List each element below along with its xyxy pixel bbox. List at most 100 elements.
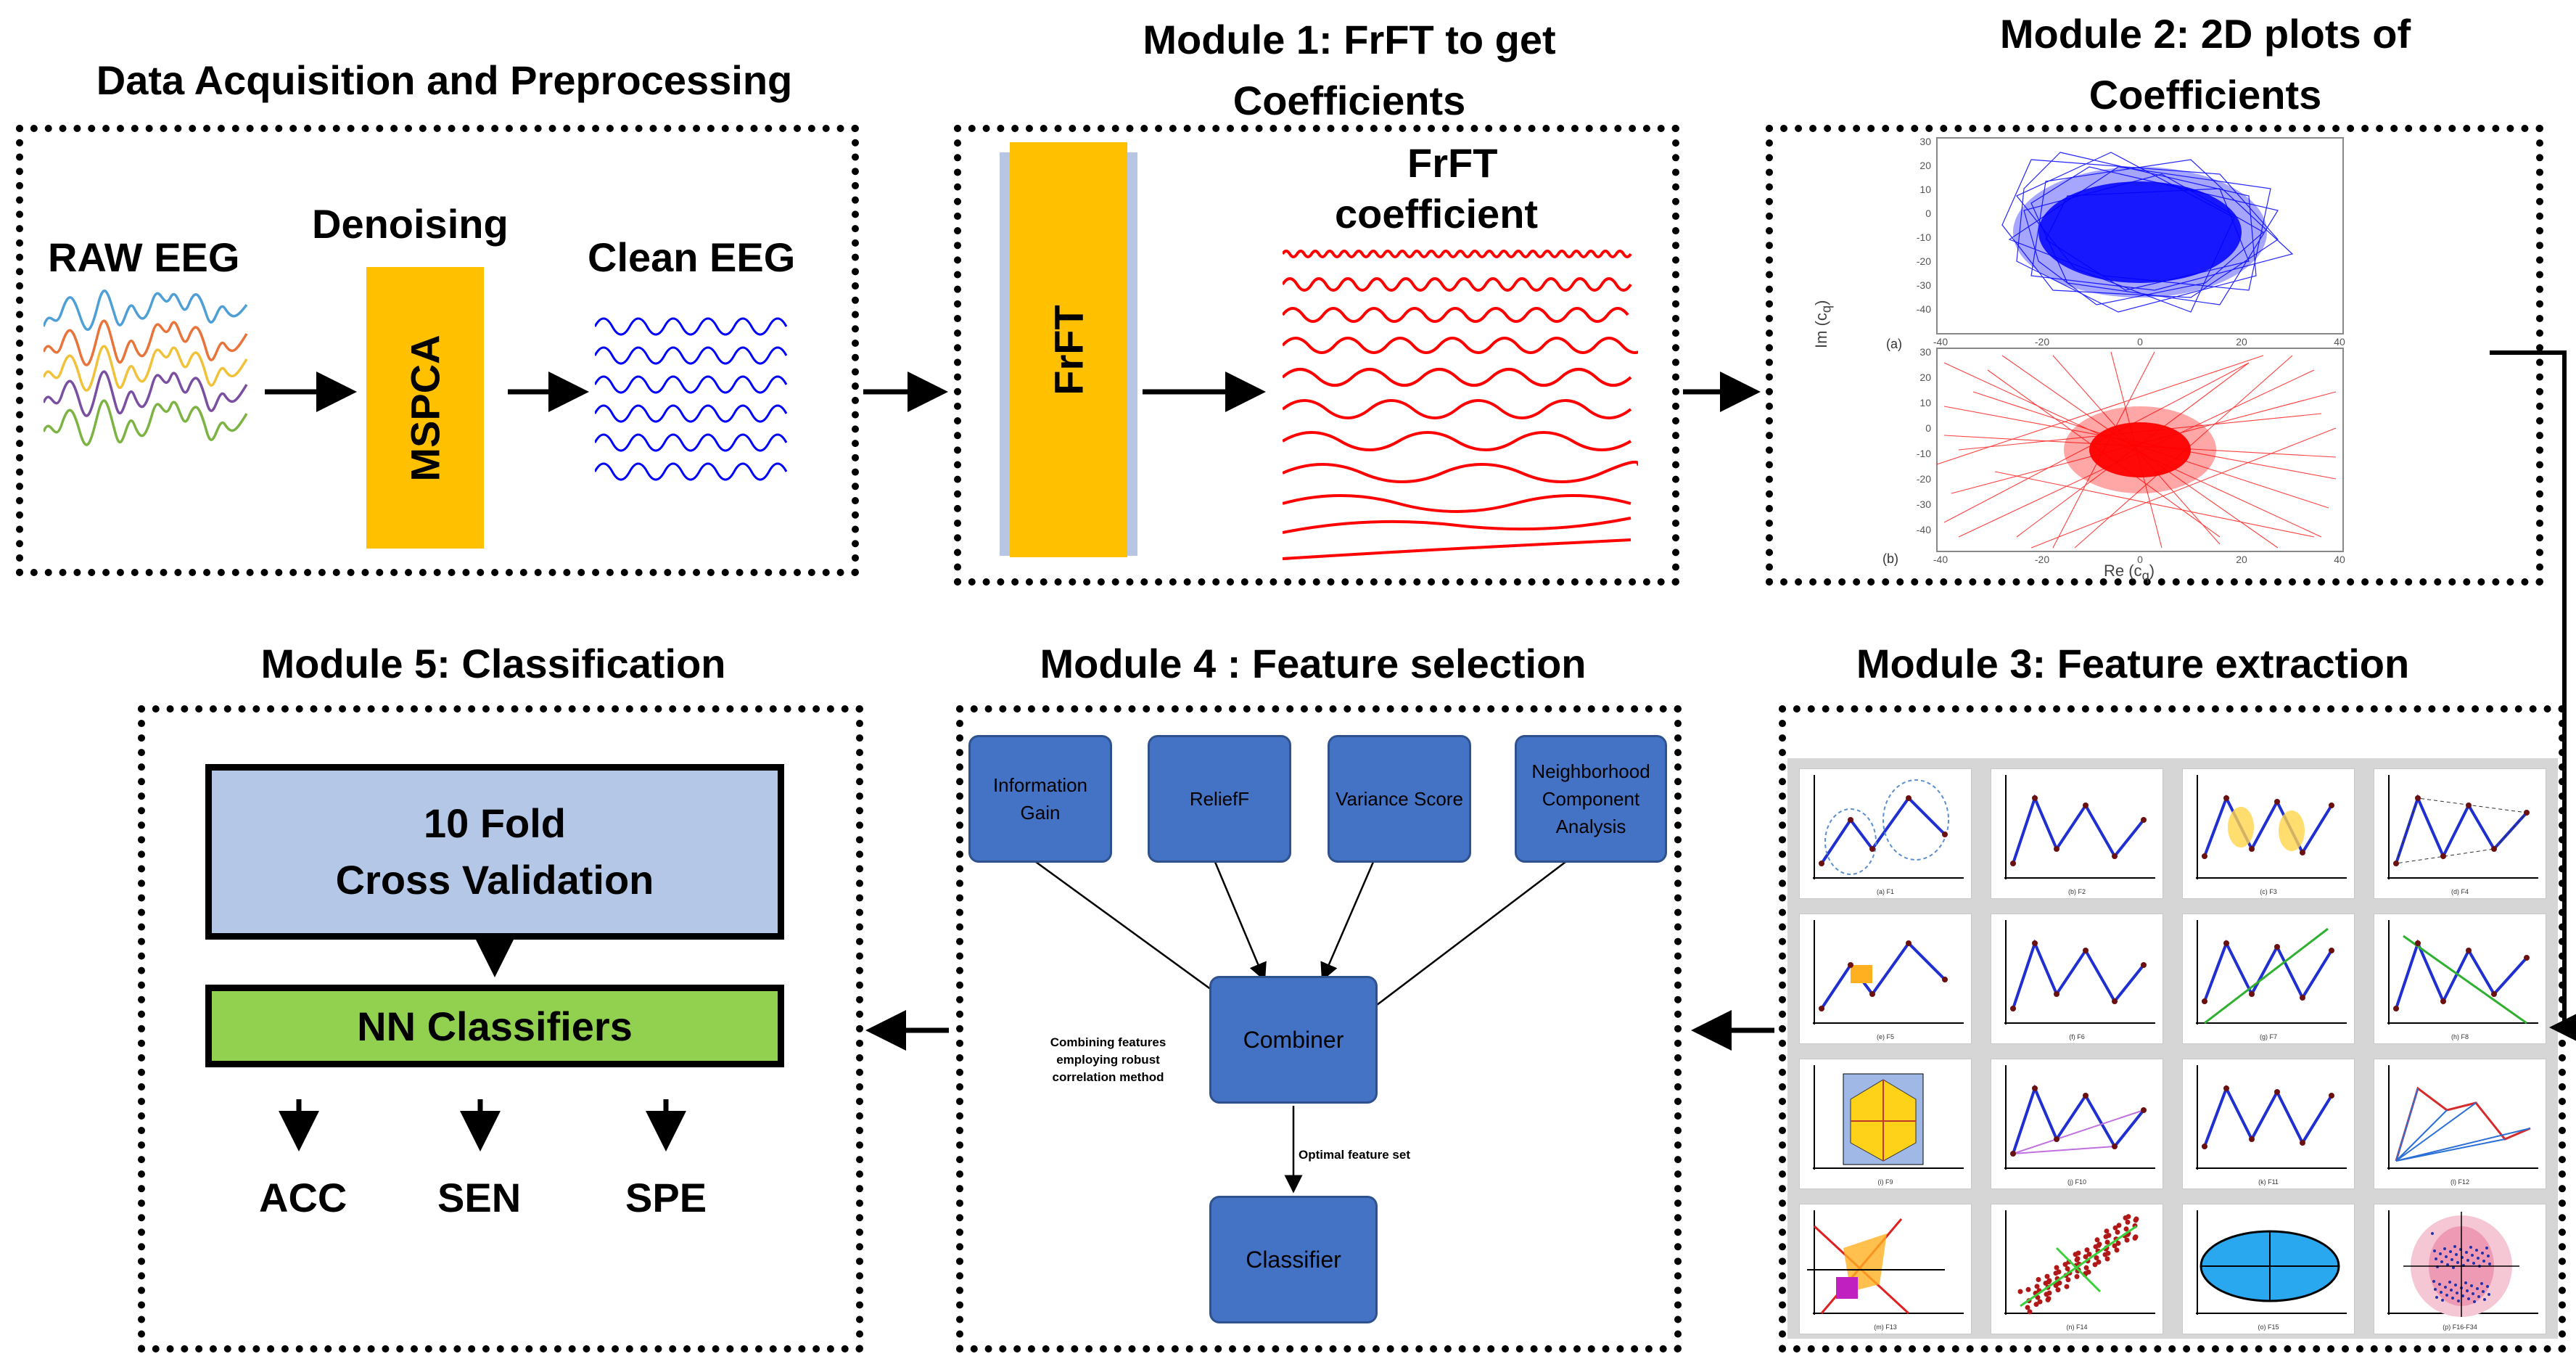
combiner-node: Combiner <box>1209 976 1378 1104</box>
metric-spe: SPE <box>625 1175 707 1220</box>
plot-a-ytick: -30 <box>1917 279 1931 291</box>
clean-eeg-trace-4 <box>595 404 788 423</box>
plot-a-xtick: -40 <box>1933 336 1948 348</box>
feature-thumbnail: (d) F4 <box>2374 768 2546 899</box>
feature-caption: (c) F3 <box>2260 888 2277 895</box>
clean-eeg-trace-6 <box>595 462 788 481</box>
raw-eeg-trace-4 <box>44 370 248 417</box>
module3-title: Module 3: Feature extraction <box>1856 641 2410 686</box>
module4-title: Module 4 : Feature selection <box>1040 641 1587 686</box>
module1-title-line2: Coefficients <box>1233 78 1466 123</box>
plot-b-xtick: -20 <box>2035 554 2049 565</box>
combine-note: Combining features employing robust corr… <box>1050 1035 1166 1084</box>
feature-sketch <box>2196 920 2347 1025</box>
frft-wave-1 <box>1283 250 1632 258</box>
plot-b-xtick: 40 <box>2334 554 2345 565</box>
module2-title-line2: Coefficients <box>2089 72 2322 118</box>
feature-thumbnail: (k) F11 <box>2182 1059 2355 1189</box>
clean-eeg-signals <box>595 317 788 481</box>
plot-a-ytick: 10 <box>1919 184 1931 195</box>
plot-b-ytick: 0 <box>1925 422 1931 434</box>
feature-caption: (n) F14 <box>2066 1323 2088 1331</box>
information-gain-node: Information Gain <box>968 735 1112 863</box>
feature-sketch <box>2387 1210 2538 1317</box>
feature-caption: (k) F11 <box>2258 1178 2279 1186</box>
plot-b-xtick: 20 <box>2236 554 2247 565</box>
cross-validation-box: 10 Fold Cross Validation <box>205 764 784 940</box>
feature-thumbnail: (j) F10 <box>1991 1059 2163 1189</box>
cv-label-line1: 10 Fold <box>423 800 567 846</box>
plot-a-xtick: 20 <box>2236 336 2247 348</box>
raw-eeg-trace-3 <box>44 345 248 392</box>
plot-b-ytick: -10 <box>1917 448 1931 459</box>
feature-sketch <box>1813 775 1964 879</box>
feature-thumbnail: (e) F5 <box>1799 914 1972 1044</box>
module2-ylabel: Im (cq) <box>1812 300 1834 348</box>
clean-eeg-trace-2 <box>595 346 788 365</box>
feature-sketch <box>2196 1210 2347 1315</box>
feature-caption: (i) F9 <box>1877 1178 1893 1186</box>
feature-sketch <box>2004 775 2155 879</box>
feature-thumbnail: (f) F6 <box>1991 914 2163 1044</box>
feature-extraction-grid: (a) F1(b) F2(c) F3(d) F4(e) F5(f) F6(g) … <box>1787 758 2558 1339</box>
feature-thumbnail: (o) F15 <box>2182 1204 2355 1334</box>
scatter-plots: 30 20 10 0 -10 -20 -30 -40 -40 -20 0 20 … <box>1882 136 2345 566</box>
plot-a-ytick: -20 <box>1917 255 1931 267</box>
feature-sketch <box>2004 1210 2155 1315</box>
module5-title: Module 5: Classification <box>260 641 726 686</box>
feature-sketch <box>1813 1065 1964 1170</box>
metric-sen: SEN <box>437 1175 522 1220</box>
cv-label-line2: Cross Validation <box>335 857 654 903</box>
feature-caption: (o) F15 <box>2258 1323 2279 1331</box>
frft-wave-7 <box>1283 431 1632 451</box>
plot-b-dense-cluster <box>2089 422 2191 477</box>
feature-caption: (h) F8 <box>2451 1033 2469 1040</box>
plot-a-dense-cluster <box>2038 181 2242 283</box>
feature-thumbnail: (n) F14 <box>1991 1204 2163 1334</box>
plot-b-ytick: -40 <box>1917 524 1931 535</box>
optimal-feature-note: Optimal feature set <box>1299 1148 1410 1162</box>
clean-eeg-trace-5 <box>595 433 788 452</box>
variance-score-node: Variance Score <box>1328 735 1471 863</box>
metric-acc: ACC <box>259 1175 347 1220</box>
feature-thumbnail: (b) F2 <box>1991 768 2163 899</box>
plot-a-ytick: -10 <box>1917 231 1931 243</box>
module2-title-line1: Module 2: 2D plots of <box>1999 11 2411 57</box>
plot-a-xtick: 40 <box>2334 336 2345 348</box>
feature-caption: (l) F12 <box>2450 1178 2469 1186</box>
feature-thumbnail: (l) F12 <box>2374 1059 2546 1189</box>
feature-caption: (p) F16-F34 <box>2443 1323 2477 1331</box>
nca-node: Neighborhood Component Analysis <box>1515 735 1667 863</box>
plot-a-ytick: 20 <box>1919 160 1931 171</box>
feature-sketch <box>2387 775 2538 879</box>
data-acquisition-title: Data Acquisition and Preprocessing <box>96 57 793 103</box>
raw-eeg-trace-5 <box>44 399 248 446</box>
frft-wave-11 <box>1283 538 1631 560</box>
feature-sketch <box>2387 920 2538 1025</box>
clean-eeg-trace-3 <box>595 375 788 394</box>
plot-b-ytick: -30 <box>1917 498 1931 510</box>
plot-b-ytick: 20 <box>1919 371 1931 383</box>
frft-coefficient-label-line2: coefficient <box>1335 191 1539 237</box>
feature-thumbnail: (a) F1 <box>1799 768 1972 899</box>
feature-thumbnail: (p) F16-F34 <box>2374 1204 2546 1334</box>
feature-caption: (b) F2 <box>2067 888 2086 895</box>
feature-sketch <box>2004 1065 2155 1170</box>
plot-a-label: (a) <box>1886 337 1902 351</box>
feature-sketch <box>2004 920 2155 1025</box>
plot-a-xtick: 0 <box>2137 336 2143 348</box>
clean-eeg-trace-1 <box>595 317 788 336</box>
plot-a-xtick: -20 <box>2035 336 2049 348</box>
feature-sketch <box>2387 1065 2538 1170</box>
feature-sketch <box>2196 1065 2347 1170</box>
feature-caption: (e) F5 <box>1876 1033 1894 1040</box>
feature-sketch <box>2196 775 2347 879</box>
feature-caption: (m) F13 <box>1874 1323 1897 1331</box>
feature-thumbnail: (m) F13 <box>1799 1204 1972 1334</box>
frft-wave-10 <box>1283 517 1631 534</box>
relieff-node: ReliefF <box>1148 735 1291 863</box>
frft-wave-6 <box>1283 399 1632 419</box>
feature-thumbnail: (c) F3 <box>2182 768 2355 899</box>
plot-a-ytick: -40 <box>1917 303 1931 315</box>
feature-sketch <box>1807 1210 1964 1315</box>
